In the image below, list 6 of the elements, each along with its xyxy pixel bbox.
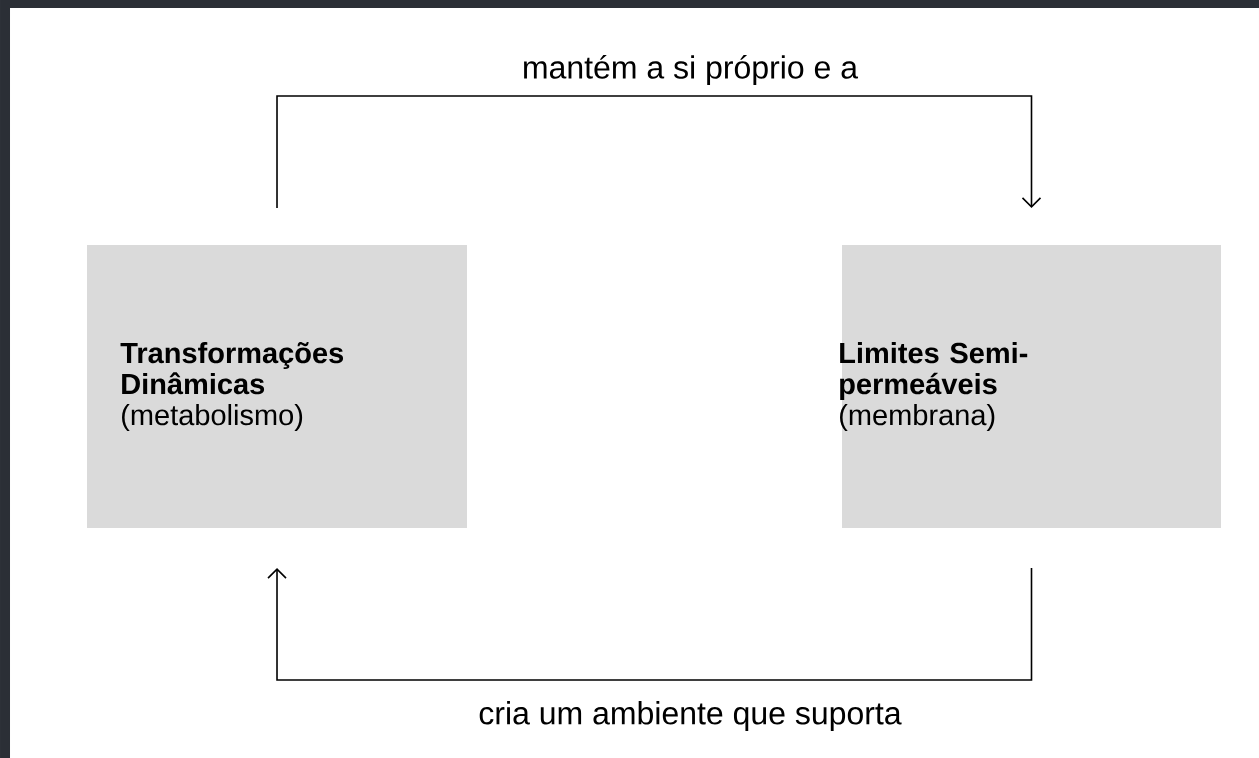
edge-label: cria um ambiente que suporta [477,700,903,732]
process-box: Transformações Dinâmicas (metabolismo) [87,245,467,528]
arrow [276,95,1042,209]
arrow [267,567,1033,681]
edge-label: mantém a si próprio e a [520,53,860,87]
process-box: Limites Semi-permeáveis (membrana) [840,245,1221,528]
